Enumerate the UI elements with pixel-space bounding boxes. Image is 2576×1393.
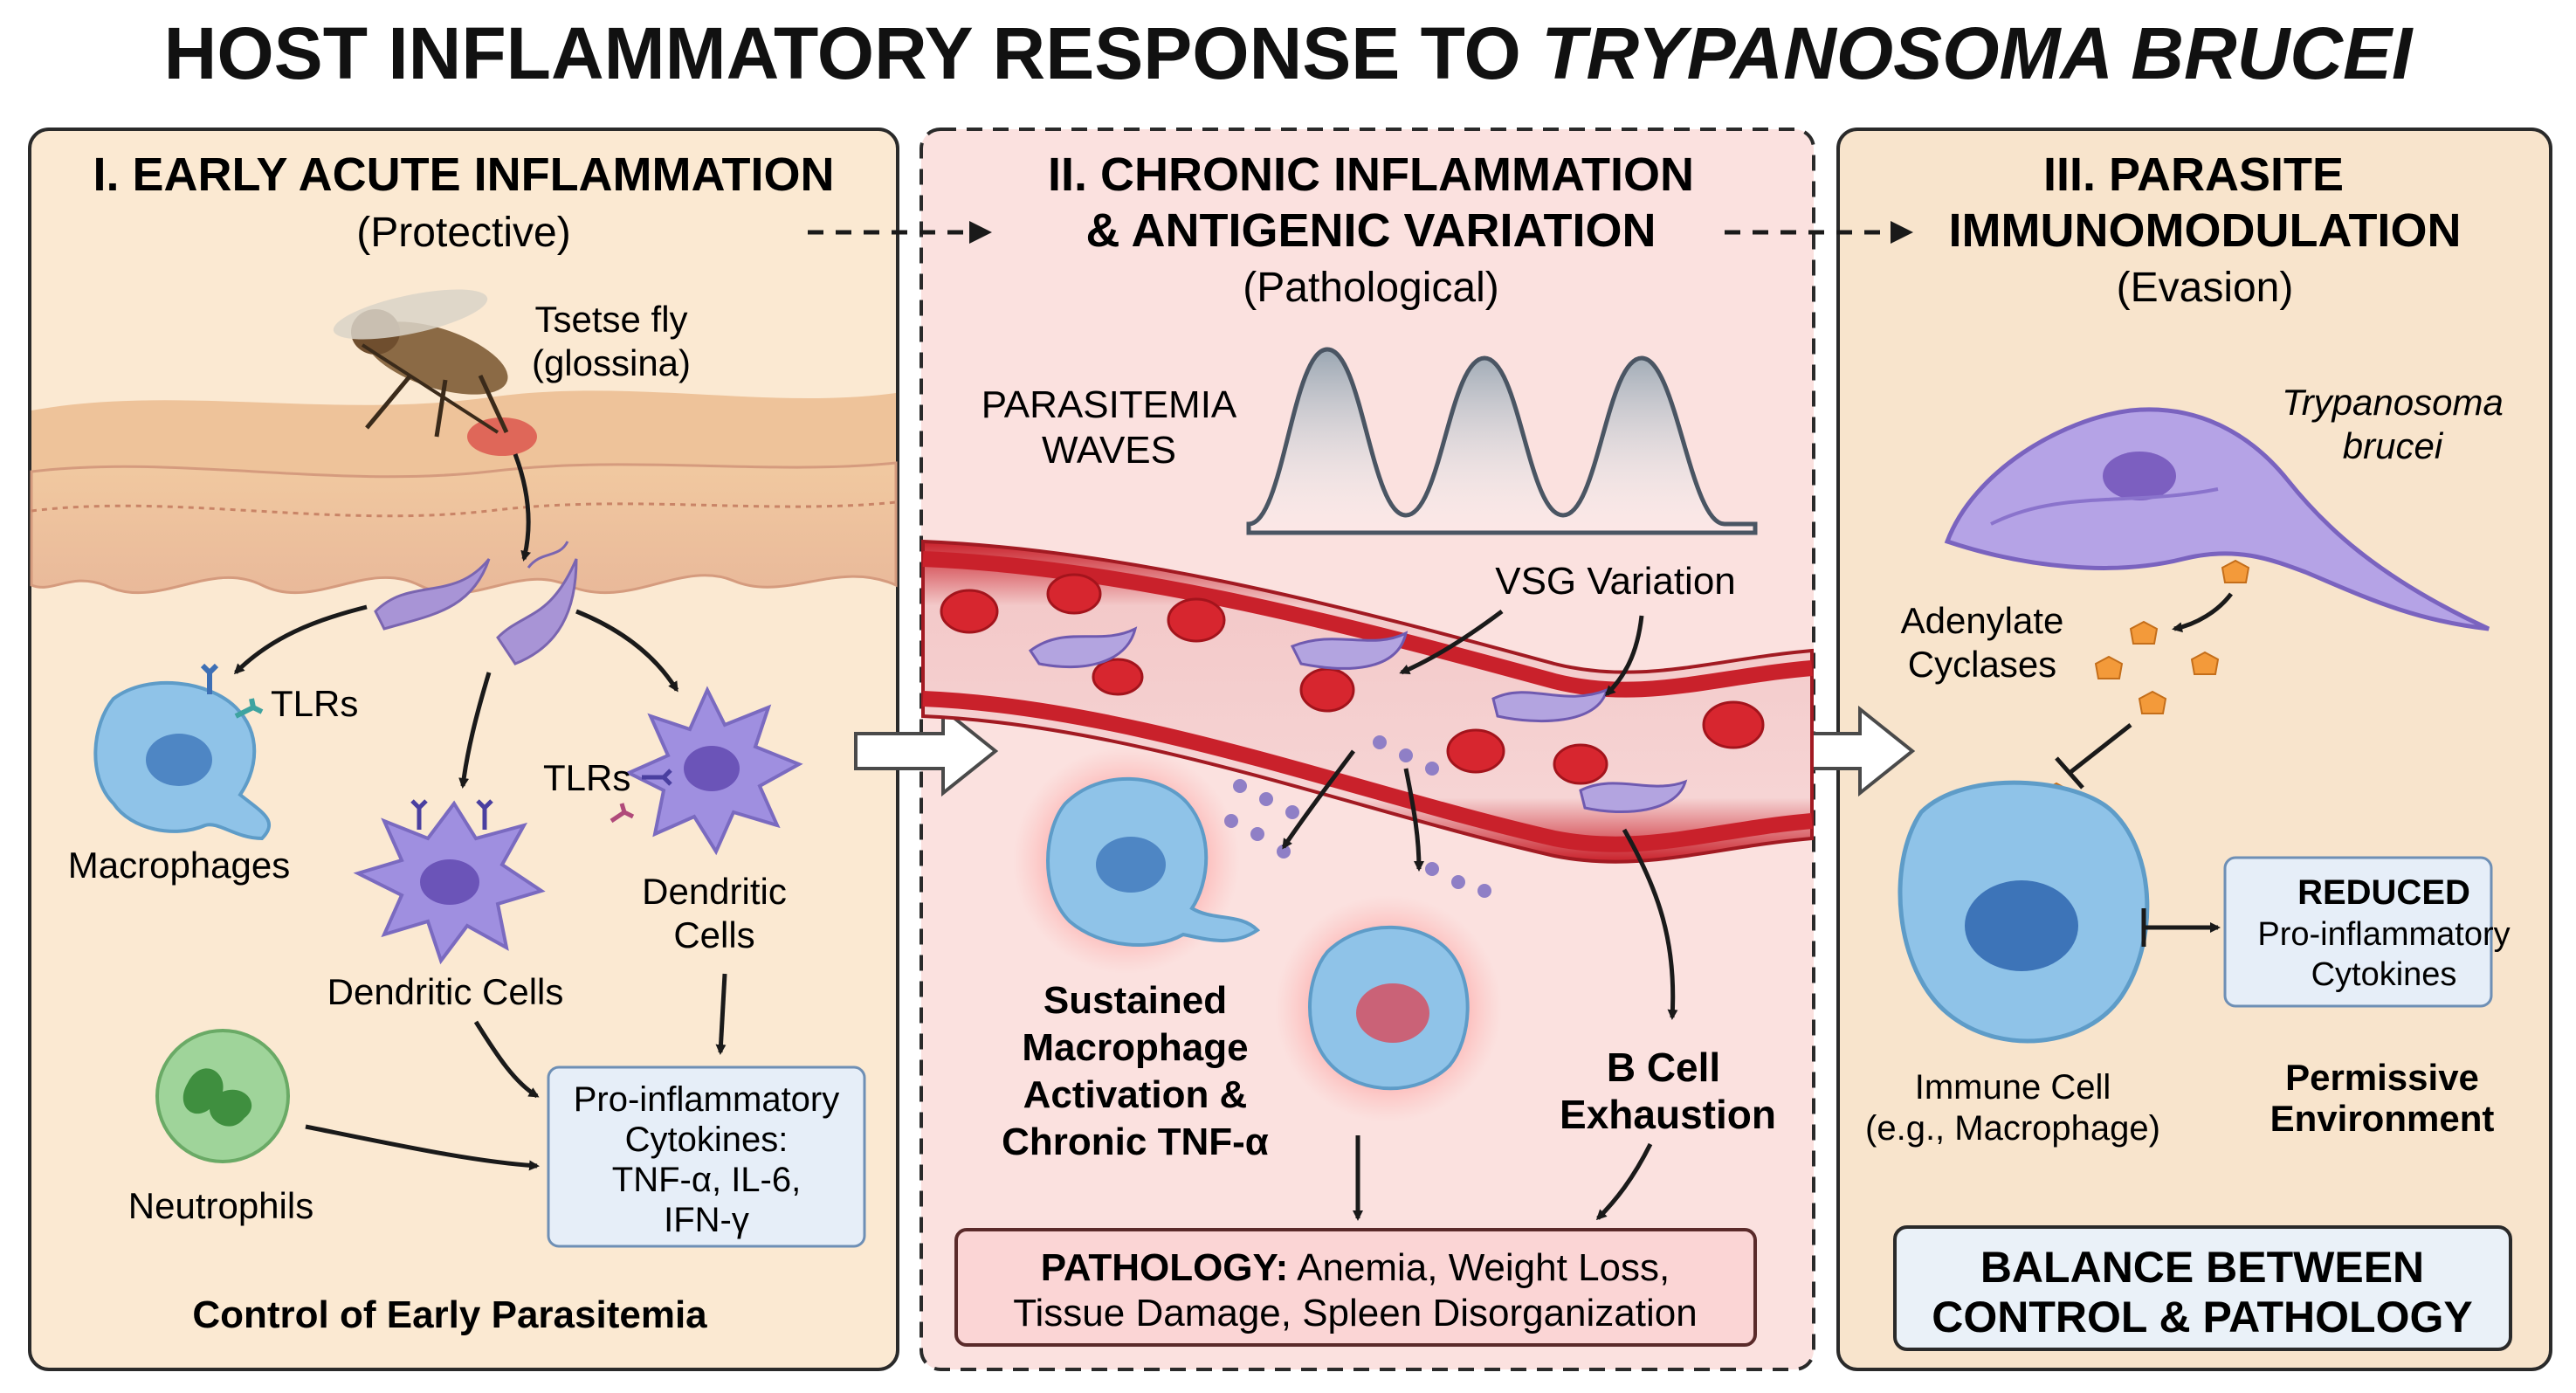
b-cell-line1: B Cell bbox=[1607, 1045, 1720, 1090]
pathology-line1-text: Anemia, Weight Loss, bbox=[1288, 1246, 1670, 1289]
arrow-dc-to-cytokines bbox=[473, 1020, 540, 1099]
reduced-line1: Pro-inflammatory bbox=[2257, 916, 2510, 953]
macrophage-activation-line2: Macrophage bbox=[1022, 1026, 1248, 1069]
macrophage-activation-line3: Activation & bbox=[1023, 1073, 1248, 1116]
neutrophil-icon bbox=[155, 1029, 290, 1163]
tlrs-left-label: TLRs bbox=[271, 683, 358, 724]
trypanosome-1 bbox=[374, 558, 491, 631]
title-italic: TRYPANOSOMA BRUCEI bbox=[1541, 12, 2414, 94]
pathology-label: PATHOLOGY: bbox=[1041, 1246, 1289, 1289]
immune-cell-line2: (e.g., Macrophage) bbox=[1865, 1109, 2160, 1148]
cytokine-box bbox=[547, 1065, 866, 1248]
main-title: HOST INFLAMMATORY RESPONSE TO TRYPANOSOM… bbox=[164, 12, 2414, 94]
activated-macrophage-2-icon bbox=[1308, 925, 1470, 1091]
arrow-vessel-to-macrophage1 bbox=[1281, 749, 1356, 850]
parasitemia-wave-graph bbox=[1246, 347, 1758, 535]
vessel-trypanosomes bbox=[1028, 626, 1688, 813]
reduced-line2: Cytokines bbox=[2311, 956, 2457, 993]
tsetse-label-line1: Tsetse fly bbox=[534, 299, 687, 340]
arrow-vessel-to-bcell bbox=[1622, 828, 1678, 1020]
balance-line2: CONTROL & PATHOLOGY bbox=[1932, 1293, 2472, 1341]
bite-site bbox=[467, 417, 537, 456]
pathology-line1: PATHOLOGY: Anemia, Weight Loss, bbox=[1041, 1246, 1670, 1289]
parasitemia-waves-line1: PARASITEMIA bbox=[981, 383, 1237, 426]
vessel-wall-bottom bbox=[922, 691, 1813, 852]
arrow-to-macrophage bbox=[233, 604, 368, 675]
cytokine-line-1: Pro-inflammatory bbox=[574, 1080, 840, 1119]
pathology-line2: Tissue Damage, Spleen Disorganization bbox=[1013, 1292, 1697, 1334]
cytokine-line-4: IFN-γ bbox=[664, 1201, 749, 1239]
arrow-bcell-to-pathology bbox=[1595, 1142, 1653, 1221]
inhibit-line-cyclase bbox=[2055, 723, 2132, 790]
adenylate-line2: Cyclases bbox=[1908, 644, 2056, 685]
dendritic-cell-right-icon bbox=[624, 686, 803, 856]
arrow-vessel-to-macrophage2 bbox=[1403, 768, 1424, 872]
red-blood-cells bbox=[940, 573, 1765, 785]
trypanosome-3 bbox=[527, 541, 569, 569]
dendritic-cells-center-label: Dendritic Cells bbox=[327, 971, 564, 1012]
trypanosome-2 bbox=[496, 558, 578, 665]
cytokine-line-3: TNF-α, IL-6, bbox=[612, 1161, 801, 1199]
parasitemia-waves-line2: WAVES bbox=[1042, 429, 1176, 472]
arrow-to-dc-right bbox=[575, 609, 679, 693]
panel2-heading-line1: II. CHRONIC INFLAMMATION bbox=[1048, 148, 1694, 201]
adenylate-line1: Adenylate bbox=[1901, 600, 2064, 641]
panel1-subheading: (Protective) bbox=[356, 210, 570, 256]
panel-immunomodulation bbox=[1836, 128, 2552, 1371]
vsg-variation-label: VSG Variation bbox=[1495, 560, 1736, 603]
panel1-footer: Control of Early Parasitemia bbox=[192, 1293, 707, 1336]
macrophage-icon bbox=[93, 680, 272, 841]
hollow-arrow-1-2 bbox=[854, 705, 999, 797]
tlr-receptor-icon bbox=[200, 663, 264, 719]
dendritic-cell-center-icon bbox=[353, 799, 546, 965]
parasite-label-line1: Trypanosoma bbox=[2282, 382, 2504, 423]
immune-cell-line1: Immune Cell bbox=[1915, 1068, 2111, 1107]
reduced-title: REDUCED bbox=[2297, 873, 2470, 912]
panel3-heading-line1: III. PARASITE bbox=[2043, 148, 2344, 201]
arrow-bite-down bbox=[513, 453, 532, 562]
balance-line1: BALANCE BETWEEN bbox=[1980, 1243, 2424, 1292]
tlr-receptor-right-icon bbox=[610, 769, 672, 824]
cytokine-dots bbox=[1224, 735, 1491, 898]
arrow-parasite-to-cyclases bbox=[2172, 592, 2233, 633]
tsetse-label-line2: (glossina) bbox=[532, 342, 691, 383]
trypanosoma-brucei-icon bbox=[1944, 407, 2490, 631]
reduced-cytokines-box bbox=[2223, 856, 2493, 1008]
macrophage-activation-line4: Chronic TNF-α bbox=[1002, 1121, 1269, 1163]
dendritic-cells-right-line2: Cells bbox=[673, 914, 754, 955]
cytokine-line-2: Cytokines: bbox=[625, 1121, 789, 1159]
balance-box bbox=[1893, 1225, 2512, 1351]
permissive-line1: Permissive bbox=[2285, 1057, 2479, 1098]
macrophage-activation-line1: Sustained bbox=[1043, 979, 1227, 1022]
macrophages-label: Macrophages bbox=[68, 845, 290, 886]
pathology-box bbox=[954, 1228, 1757, 1347]
arrow-to-dc-center bbox=[458, 672, 492, 789]
panel2-heading-line2: & ANTIGENIC VARIATION bbox=[1086, 204, 1656, 257]
vessel-wall-top bbox=[922, 551, 1813, 698]
panel2-subheading: (Pathological) bbox=[1243, 265, 1498, 311]
panel1-heading: I. EARLY ACUTE INFLAMMATION bbox=[93, 148, 835, 201]
activated-macrophage-1-icon bbox=[1046, 776, 1261, 947]
tsetse-fly-icon bbox=[333, 289, 509, 438]
panel3-heading-line2: IMMUNOMODULATION bbox=[1949, 204, 2462, 257]
arrow-vsg-2 bbox=[1604, 615, 1644, 697]
title-main: HOST INFLAMMATORY RESPONSE TO bbox=[164, 12, 1541, 94]
arrow-dcright-to-cytokines bbox=[715, 973, 727, 1055]
tlrs-right-label: TLRs bbox=[543, 757, 630, 798]
skin-surface bbox=[31, 390, 896, 477]
dendritic-cells-right-line1: Dendritic bbox=[642, 871, 787, 912]
immune-cell-icon bbox=[1898, 780, 2150, 1044]
permissive-line2: Environment bbox=[2270, 1098, 2495, 1139]
neutrophils-label: Neutrophils bbox=[128, 1185, 313, 1226]
arrow-vsg-1 bbox=[1399, 609, 1504, 675]
parasite-label-line2: brucei bbox=[2343, 425, 2444, 466]
arrow-neutrophil-to-cytokines bbox=[305, 1124, 540, 1171]
skin-dermis bbox=[30, 461, 898, 595]
panel3-subheading: (Evasion) bbox=[2117, 265, 2294, 311]
skin-line bbox=[31, 500, 897, 518]
b-cell-line2: Exhaustion bbox=[1560, 1092, 1776, 1137]
